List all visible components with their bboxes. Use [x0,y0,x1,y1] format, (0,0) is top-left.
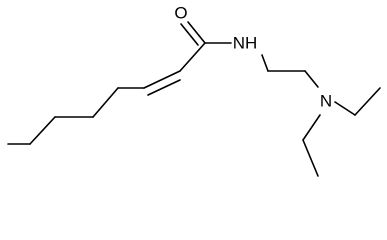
oxygen-atom-label: O [174,4,187,23]
bond-ch2-n [304,70,319,88]
bond-c3-c2 [143,70,181,89]
bond-n-ethyl-down [302,114,321,141]
bond-c1-o-double [180,23,199,46]
chemical-structure-diagram: O NH N [7,4,381,177]
bond-c5-c4 [92,87,119,118]
bond-c7-c6 [29,116,56,145]
bond-ethyl-up-ch3 [354,87,381,116]
amine-nitrogen-label: N [320,92,332,111]
amide-nitrogen-label: NH [233,34,258,53]
bond-ethyl-down-ch3 [302,139,319,177]
bond-n-ethyl-up [334,101,356,116]
bond-nh-ch2 [261,54,269,72]
bond-c1-o [187,21,206,44]
bond-c3-c2-double [147,79,181,96]
bond-c2-c1 [179,42,206,72]
